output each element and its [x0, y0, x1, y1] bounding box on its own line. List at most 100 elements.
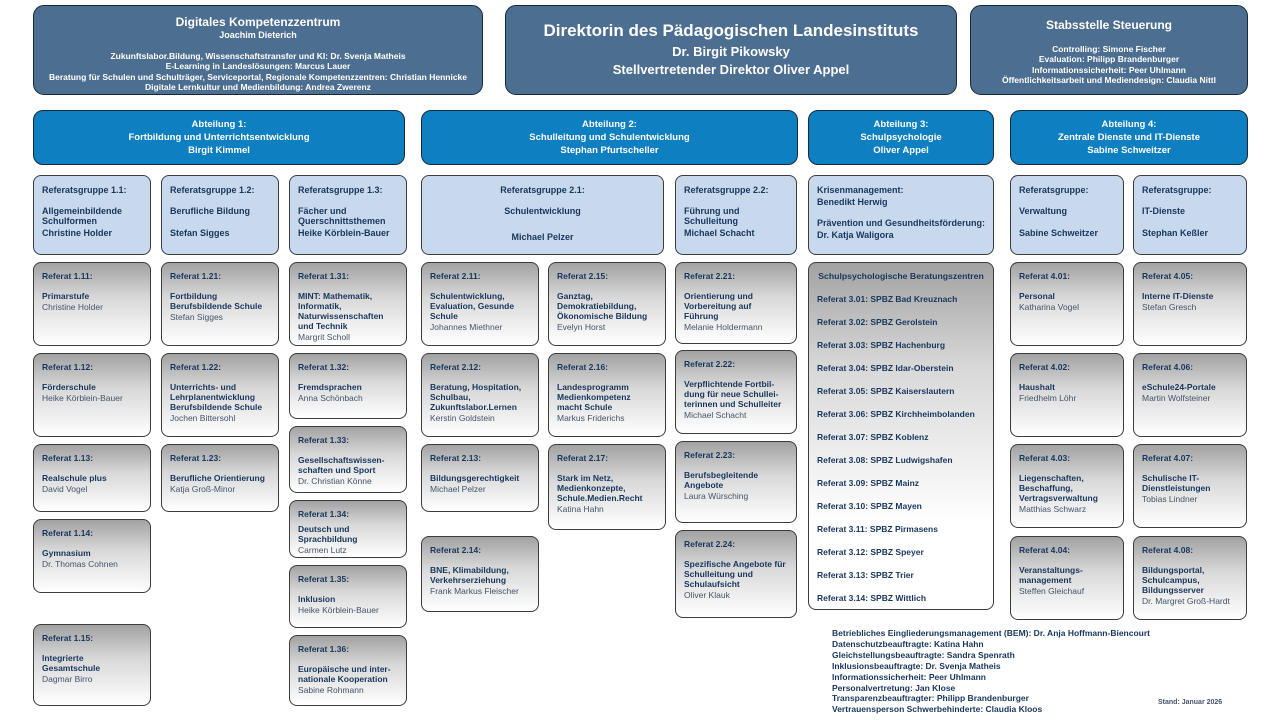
referat-name: Carmen Lutz — [298, 545, 347, 556]
referat-2-17: Referat 2.17: Stark im Netz, Medienkonze… — [548, 444, 666, 530]
referat-name: Melanie Holdermann — [684, 322, 763, 333]
group-title: Berufliche Bildung — [170, 205, 251, 216]
group-label: Referatsgruppe 1.1: — [42, 185, 127, 195]
referat-title: Personal — [1019, 291, 1055, 302]
referat-name: Markus Friderichs — [557, 413, 625, 424]
referat-title: Deutsch und Sprachbildung — [298, 524, 358, 545]
referat-1-36: Referat 1.36: Europäische und inter­nati… — [289, 635, 407, 706]
referat-title: Liegenschaften, Beschaffung, Vertragsver… — [1019, 473, 1098, 504]
referat-label: Referat 4.04: — [1019, 545, 1071, 555]
spbz-item: Referat 3.09: SPBZ Mainz — [817, 477, 920, 488]
spbz-item: Referat 3.11: SPBZ Pirmasens — [817, 523, 938, 534]
referat-4-07: Referat 4.07: Schulische IT-Dienstleistu… — [1133, 444, 1247, 528]
spbz-item: Referat 3.03: SPBZ Hachenburg — [817, 339, 946, 350]
group-title: Fächer und Querschnittsthemen — [298, 205, 386, 227]
referat-title: Fortbildung Berufsbildende Schule — [170, 291, 263, 312]
referat-label: Referat 1.35: — [298, 574, 350, 584]
referat-label: Referat 1.31: — [298, 271, 350, 281]
referat-label: Referat 1.34: — [298, 509, 350, 519]
abteilung-label: Abteilung 4: — [1101, 118, 1157, 130]
referatsgruppe-it-dienste: Referatsgruppe: IT-Dienste Stephan Keßle… — [1133, 175, 1247, 255]
referat-name: Dr. Thomas Cohnen — [42, 559, 118, 570]
referat-name: Margrit Scholl — [298, 332, 350, 343]
krisen-line: Benedikt Herwig — [817, 196, 888, 207]
referat-title: Primarstufe — [42, 291, 90, 302]
abteilung-lead: Stephan Pfurtscheller — [560, 145, 659, 157]
referat-title: Förderschule — [42, 382, 96, 393]
referat-title: Haushalt — [1019, 382, 1055, 393]
krisenmanagement-box: Krisenmanagement: Benedikt Herwig Präven… — [808, 175, 994, 255]
referat-name: Katina Hahn — [557, 504, 604, 515]
spbz-list-box: Schulpsychologische Beratungszentren Ref… — [808, 262, 994, 610]
referat-title: Integrierte Gesamtschule — [42, 653, 101, 674]
digitales-kompetenzzentrum-box: Digitales Kompetenzzentrum Joachim Diete… — [33, 5, 483, 95]
footnote-line: Datenschutzbeauftragte: Katina Hahn — [832, 638, 984, 649]
referat-name: Christine Holder — [42, 302, 103, 313]
abteilung-title: Zentrale Dienste und IT-Dienste — [1058, 131, 1200, 143]
referat-title: BNE, Klimabildung, Verkehrserziehung — [430, 565, 509, 586]
stabsstelle-steuerung-box: Stabsstelle Steuerung Controlling: Simon… — [970, 5, 1248, 95]
group-title: Führung und Schulleitung — [684, 205, 740, 227]
spbz-item: Referat 3.08: SPBZ Ludwigshafen — [817, 454, 953, 465]
box-line: Informationssicherheit: Peer Uhlmann — [1032, 64, 1186, 75]
referat-title: Interne IT-Dienste — [1142, 291, 1214, 302]
group-title: Allgemeinbildende Schulformen — [42, 205, 123, 227]
group-label: Referatsgruppe: — [1019, 185, 1089, 195]
referat-label: Referat 4.03: — [1019, 453, 1071, 463]
spbz-item: Referat 3.02: SPBZ Gerolstein — [817, 316, 938, 327]
referat-name: Friedhelm Löhr — [1019, 393, 1077, 404]
referat-title: Spezifische Angebote für Schulleitung un… — [684, 559, 786, 590]
referat-title: Berufsbegleitende Angebote — [684, 470, 759, 491]
referat-title: Inklusion — [298, 594, 336, 605]
referat-name: Jochen Bittersohl — [170, 413, 236, 424]
referat-label: Referat 2.15: — [557, 271, 609, 281]
referat-name: Tobias Lindner — [1142, 494, 1198, 505]
group-title: IT-Dienste — [1142, 205, 1186, 216]
referat-title: Verpflichtende Fortbil­dung für neue Sch… — [684, 379, 782, 410]
box-lead: Joachim Dieterich — [219, 30, 297, 40]
referat-name: Matthias Schwarz — [1019, 504, 1087, 515]
referat-title: Stark im Netz, Medienkonzepte, Schule.Me… — [557, 473, 643, 504]
referat-2-14: Referat 2.14: BNE, Klimabildung, Verkehr… — [421, 536, 539, 612]
referat-1-21: Referat 1.21: Fortbildung Berufsbildende… — [161, 262, 279, 346]
abteilung-title: Schulleitung und Schulentwicklung — [529, 131, 690, 143]
spbz-item: Referat 3.04: SPBZ Idar-Oberstein — [817, 362, 954, 373]
referat-4-05: Referat 4.05: Interne IT-Dienste Stefan … — [1133, 262, 1247, 346]
direktion-box: Direktorin des Pädagogischen Landesinsti… — [505, 5, 957, 95]
referat-2-15: Referat 2.15: Ganztag, Demokratiebildung… — [548, 262, 666, 346]
referat-1-11: Referat 1.11: Primarstufe Christine Hold… — [33, 262, 151, 346]
box-line: Zukunftslabor.Bildung, Wissenschaftstran… — [110, 51, 406, 61]
referat-2-16: Referat 2.16: Landesprogramm Medienkompe… — [548, 353, 666, 437]
referat-label: Referat 4.01: — [1019, 271, 1071, 281]
abteilung-1-header: Abteilung 1: Fortbildung und Unterrichts… — [33, 110, 405, 165]
referat-1-13: Referat 1.13: Realschule plus David Voge… — [33, 444, 151, 512]
group-label: Referatsgruppe: — [1142, 185, 1212, 195]
referat-1-12: Referat 1.12: Förderschule Heike Körblei… — [33, 353, 151, 437]
referat-label: Referat 2.22: — [684, 359, 736, 369]
referat-name: Martin Wolfsteiner — [1142, 393, 1211, 404]
krisen-line: Dr. Katja Waligora — [817, 230, 894, 241]
deputy-director: Stellvertretender Direktor Oliver Appel — [612, 62, 850, 77]
referat-name: Evelyn Horst — [557, 322, 606, 333]
referat-label: Referat 1.12: — [42, 362, 94, 372]
referat-4-03: Referat 4.03: Liegenschaften, Beschaffun… — [1010, 444, 1124, 528]
referat-title: Gesellschaftswissen­schaften und Sport — [298, 455, 385, 476]
footnote-line: Personalvertretung: Jan Klose — [832, 682, 956, 693]
referat-title: Schulentwicklung, Evaluation, Gesunde Sc… — [430, 291, 515, 322]
referat-2-11: Referat 2.11: Schulentwicklung, Evaluati… — [421, 262, 539, 346]
referat-name: Steffen Gleichauf — [1019, 586, 1085, 597]
referat-title: Europäische und inter­nationale Kooperat… — [298, 664, 391, 685]
spbz-item: Referat 3.06: SPBZ Kirchheimbolanden — [817, 408, 975, 419]
referatsgruppe-2-1: Referatsgruppe 2.1: Schulentwicklung Mic… — [421, 175, 664, 255]
referat-2-22: Referat 2.22: Verpflichtende Fortbil­dun… — [675, 350, 797, 434]
referat-label: Referat 4.02: — [1019, 362, 1071, 372]
referat-title: Beratung, Hospitation, Schulbau, Zukunft… — [430, 382, 522, 413]
referat-name: Frank Markus Fleischer — [430, 586, 519, 597]
referat-label: Referat 1.15: — [42, 633, 94, 643]
referat-1-14: Referat 1.14: Gymnasium Dr. Thomas Cohne… — [33, 519, 151, 593]
group-title: Schulentwicklung — [504, 205, 581, 216]
referat-title: Berufliche Orientierung — [170, 473, 265, 484]
referat-title: Unterrichts- und Lehrplanentwicklung Ber… — [170, 382, 263, 413]
spbz-item: Referat 3.10: SPBZ Mayen — [817, 500, 922, 511]
referat-name: Heike Körblein-Bauer — [42, 393, 123, 404]
